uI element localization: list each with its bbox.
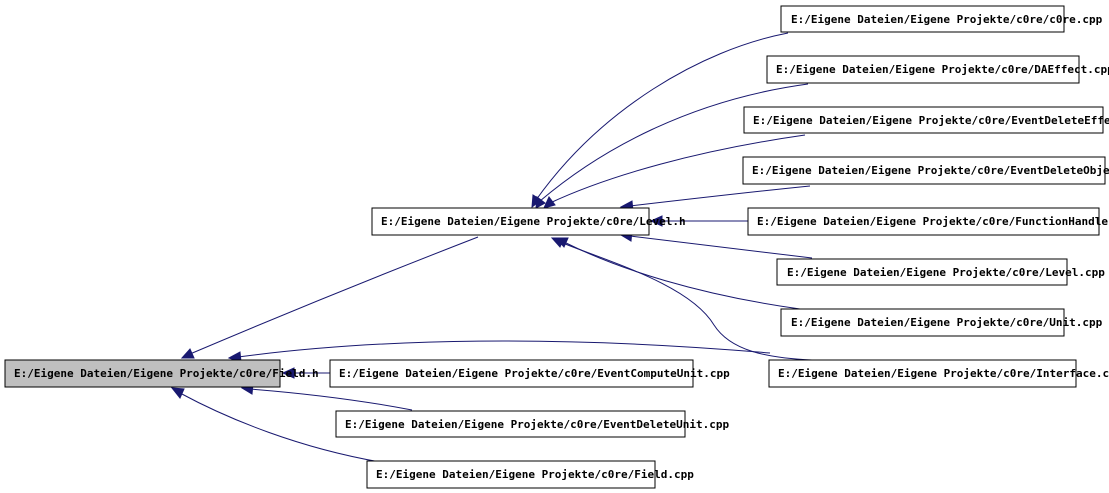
node-label: E:/Eigene Dateien/Eigene Projekte/c0re/D… <box>776 63 1109 76</box>
node-label: E:/Eigene Dateien/Eigene Projekte/c0re/E… <box>752 164 1109 177</box>
node-label: E:/Eigene Dateien/Eigene Projekte/c0re/E… <box>345 418 729 431</box>
edge-eventcomputeunit-to-field-h <box>281 367 330 379</box>
node-label: E:/Eigene Dateien/Eigene Projekte/c0re/L… <box>381 215 686 228</box>
node-label: E:/Eigene Dateien/Eigene Projekte/c0re/E… <box>753 114 1109 127</box>
arrowhead-icon <box>535 196 546 209</box>
arrowhead-icon <box>550 237 565 248</box>
node-eventdelete-e[interactable]: E:/Eigene Dateien/Eigene Projekte/c0re/E… <box>743 106 1109 134</box>
node-eventdeleteunit[interactable]: E:/Eigene Dateien/Eigene Projekte/c0re/E… <box>335 410 729 438</box>
edge-eventdelete-o-to-level-h <box>619 185 811 212</box>
arrowhead-icon <box>180 348 195 359</box>
nodes-layer: E:/Eigene Dateien/Eigene Projekte/c0re/F… <box>4 5 1109 489</box>
edge-field-cpp-to-field-h <box>170 387 381 463</box>
node-label: E:/Eigene Dateien/Eigene Projekte/c0re/L… <box>787 266 1105 279</box>
edge-interface-to-field-h <box>227 340 771 363</box>
node-label: E:/Eigene Dateien/Eigene Projekte/c0re/E… <box>339 367 730 380</box>
node-label: E:/Eigene Dateien/Eigene Projekte/c0re/F… <box>14 367 319 380</box>
edges-layer <box>170 32 813 463</box>
node-eventdelete-o[interactable]: E:/Eigene Dateien/Eigene Projekte/c0re/E… <box>742 156 1109 185</box>
edge-level-h-to-field-h <box>180 236 479 359</box>
edge-functionhandler-to-level-h <box>649 215 748 227</box>
edge-eventdelete-e-to-level-h <box>543 134 806 209</box>
edge-interface-to-level-h <box>550 237 813 361</box>
edge-eventdeleteunit-to-field-h <box>240 383 413 411</box>
edge-unit-cpp-to-level-h <box>554 237 801 310</box>
node-label: E:/Eigene Dateien/Eigene Projekte/c0re/c… <box>791 13 1103 26</box>
arrowhead-icon <box>649 215 663 227</box>
node-field-h[interactable]: E:/Eigene Dateien/Eigene Projekte/c0re/F… <box>4 359 319 388</box>
node-label: E:/Eigene Dateien/Eigene Projekte/c0re/F… <box>757 215 1109 228</box>
node-unit-cpp[interactable]: E:/Eigene Dateien/Eigene Projekte/c0re/U… <box>780 308 1103 337</box>
node-label: E:/Eigene Dateien/Eigene Projekte/c0re/I… <box>778 367 1109 380</box>
node-level-cpp[interactable]: E:/Eigene Dateien/Eigene Projekte/c0re/L… <box>776 258 1105 286</box>
node-daeffect[interactable]: E:/Eigene Dateien/Eigene Projekte/c0re/D… <box>766 55 1109 84</box>
node-label: E:/Eigene Dateien/Eigene Projekte/c0re/F… <box>376 468 694 481</box>
arrowhead-icon <box>543 196 556 209</box>
node-interface[interactable]: E:/Eigene Dateien/Eigene Projekte/c0re/I… <box>768 359 1109 388</box>
arrowhead-icon <box>170 387 185 399</box>
node-label: E:/Eigene Dateien/Eigene Projekte/c0re/U… <box>791 316 1103 329</box>
edge-daeffect-to-level-h <box>535 83 809 209</box>
node-field-cpp[interactable]: E:/Eigene Dateien/Eigene Projekte/c0re/F… <box>366 460 694 489</box>
node-c0re-cpp[interactable]: E:/Eigene Dateien/Eigene Projekte/c0re/c… <box>780 5 1103 33</box>
node-level-h[interactable]: E:/Eigene Dateien/Eigene Projekte/c0re/L… <box>371 207 686 236</box>
node-eventcomputeunit[interactable]: E:/Eigene Dateien/Eigene Projekte/c0re/E… <box>329 359 730 388</box>
node-functionhandler[interactable]: E:/Eigene Dateien/Eigene Projekte/c0re/F… <box>747 207 1109 236</box>
arrowhead-icon <box>281 367 295 379</box>
